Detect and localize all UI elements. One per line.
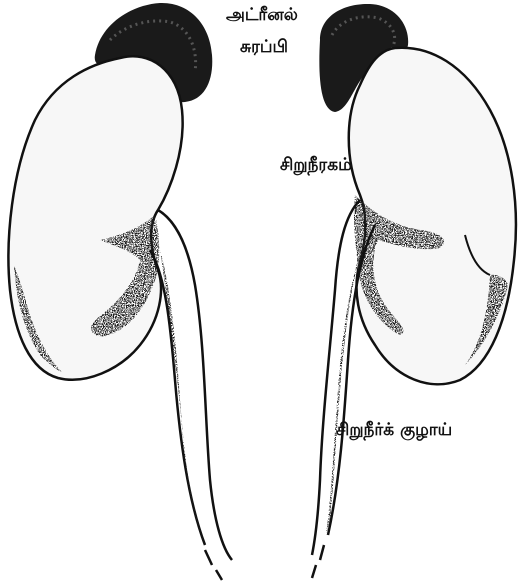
right-kidney xyxy=(349,48,516,385)
adrenal-gland-label-line1: அட்ரீனல் xyxy=(226,5,298,27)
left-ureter xyxy=(150,210,232,580)
left-kidney xyxy=(8,56,182,379)
ureter-label: சிறுநீர்க் குழாய் xyxy=(336,420,452,442)
kidney-label: சிறுநீரகம் xyxy=(280,155,352,177)
adrenal-gland-label-line2: சுரப்பி xyxy=(240,37,288,59)
